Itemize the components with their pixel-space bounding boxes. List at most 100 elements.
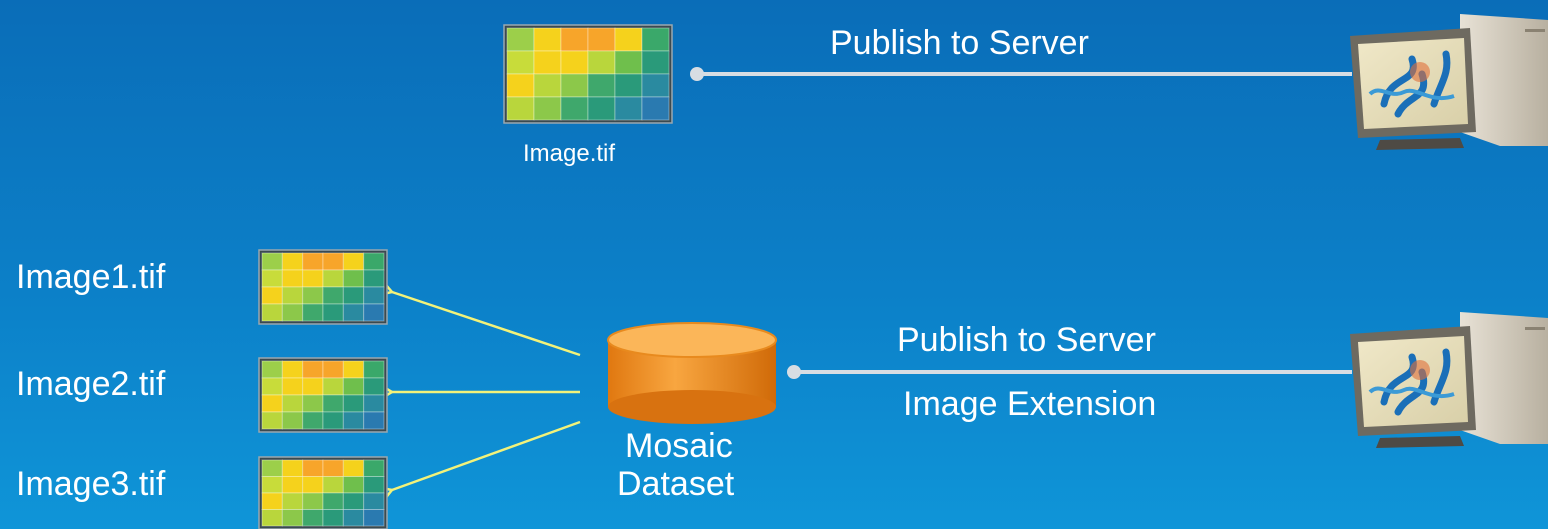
raster-cell: [261, 303, 283, 322]
mosaic-label-line2: Dataset: [617, 465, 735, 503]
raster-cell: [281, 509, 304, 527]
raster-cell: [614, 50, 643, 75]
raster-cell: [322, 459, 344, 477]
raster-cell: [641, 27, 670, 52]
raster-cell: [614, 27, 643, 52]
raster-cell: [322, 411, 344, 430]
bottom-publish-label: Publish to Server: [897, 321, 1156, 359]
raster-grid-icon: [258, 357, 388, 433]
server-computer-icon: [1350, 312, 1548, 448]
raster-cell: [641, 73, 670, 98]
raster-cell: [322, 360, 344, 379]
raster-cell: [302, 394, 324, 413]
raster-cell: [342, 476, 365, 494]
raster-cell: [322, 286, 344, 305]
raster-cell: [363, 360, 385, 379]
raster-cell: [261, 394, 283, 413]
raster-cell: [281, 360, 304, 379]
raster-cell: [281, 286, 304, 305]
mosaic-label-line1: Mosaic: [625, 427, 733, 465]
raster-cell: [261, 252, 283, 271]
raster-cell: [506, 27, 535, 52]
raster-cell: [560, 27, 589, 52]
raster-cell: [281, 269, 304, 288]
top-publish-label: Publish to Server: [830, 24, 1089, 62]
raster-cell: [281, 252, 304, 271]
image-extension-label: Image Extension: [903, 385, 1157, 423]
raster-cell: [302, 286, 324, 305]
image1-label: Image1.tif: [16, 258, 166, 296]
raster-cell: [363, 377, 385, 396]
raster-cell: [342, 492, 365, 510]
raster-cell: [506, 96, 535, 121]
raster-cell: [322, 269, 344, 288]
raster-cell: [363, 492, 385, 510]
raster-cell: [281, 377, 304, 396]
raster-cell: [302, 360, 324, 379]
raster-cell: [363, 303, 385, 322]
raster-cell: [342, 509, 365, 527]
server-computer-icon: [1350, 14, 1548, 150]
raster-cell: [533, 73, 562, 98]
raster-cell: [261, 360, 283, 379]
raster-cell: [587, 73, 616, 98]
raster-cell: [587, 50, 616, 75]
raster-cell: [322, 303, 344, 322]
raster-cell: [261, 492, 283, 510]
raster-cell: [363, 476, 385, 494]
raster-cell: [533, 50, 562, 75]
raster-cell: [641, 96, 670, 121]
raster-cell: [302, 411, 324, 430]
image3-label: Image3.tif: [16, 465, 166, 503]
raster-cell: [560, 96, 589, 121]
raster-cell: [302, 476, 324, 494]
raster-cell: [533, 27, 562, 52]
raster-cell: [342, 411, 365, 430]
raster-cell: [363, 394, 385, 413]
raster-cell: [614, 96, 643, 121]
raster-cell: [560, 50, 589, 75]
raster-cell: [533, 96, 562, 121]
raster-cell: [363, 269, 385, 288]
raster-cell: [322, 492, 344, 510]
raster-cell: [363, 509, 385, 527]
raster-cell: [342, 360, 365, 379]
raster-cell: [322, 252, 344, 271]
raster-cell: [302, 252, 324, 271]
image2-label: Image2.tif: [16, 365, 166, 403]
raster-cell: [587, 27, 616, 52]
raster-cell: [322, 476, 344, 494]
raster-cell: [261, 476, 283, 494]
arrow-to-image1: [392, 292, 581, 357]
raster-cell: [322, 377, 344, 396]
raster-cell: [322, 509, 344, 527]
raster-cell: [281, 459, 304, 477]
raster-cell: [342, 394, 365, 413]
raster-cell: [261, 411, 283, 430]
raster-cell: [281, 476, 304, 494]
raster-cell: [302, 509, 324, 527]
raster-cell: [614, 73, 643, 98]
top-connector: [690, 67, 1352, 81]
raster-grid-icon: [503, 24, 673, 124]
raster-cell: [342, 303, 365, 322]
raster-cell: [261, 459, 283, 477]
raster-cell: [261, 509, 283, 527]
raster-cell: [281, 411, 304, 430]
raster-cell: [261, 286, 283, 305]
arrow-to-image3: [392, 420, 581, 490]
raster-cell: [363, 459, 385, 477]
raster-cell: [302, 492, 324, 510]
raster-cell: [342, 459, 365, 477]
raster-cell: [281, 394, 304, 413]
raster-cell: [342, 377, 365, 396]
database-cylinder-icon: [607, 322, 777, 424]
raster-cell: [342, 269, 365, 288]
raster-cell: [302, 377, 324, 396]
raster-cell: [261, 269, 283, 288]
raster-cell: [261, 377, 283, 396]
raster-cell: [363, 252, 385, 271]
bottom-connector: [787, 365, 1352, 379]
raster-cell: [342, 252, 365, 271]
